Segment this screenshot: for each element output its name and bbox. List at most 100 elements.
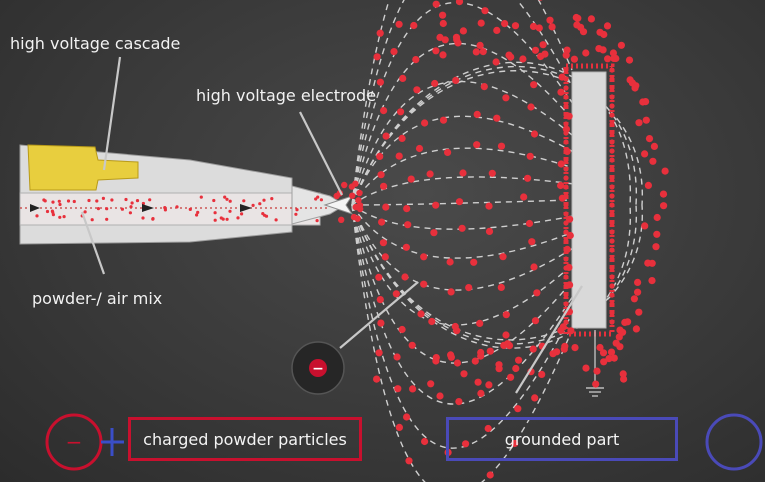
charged-particle — [599, 349, 608, 357]
charged-particle — [376, 78, 384, 86]
charged-particle — [376, 152, 384, 160]
high-voltage-electrode — [323, 195, 354, 215]
charged-particle — [593, 367, 601, 375]
high-voltage-cascade — [27, 144, 139, 191]
bore-particle — [236, 216, 240, 220]
charged-particle — [486, 347, 494, 355]
charged-particle — [341, 181, 348, 189]
coating-particle — [609, 283, 615, 289]
coating-particle — [563, 130, 569, 136]
charged-particle — [354, 215, 361, 222]
charged-particle — [403, 205, 411, 213]
charged-particle — [477, 19, 485, 27]
charged-particle — [376, 29, 384, 37]
bore-particle — [258, 202, 262, 206]
field-line — [351, 0, 573, 206]
charged-particle — [650, 142, 659, 150]
field-line — [351, 199, 573, 206]
bore-particle — [101, 196, 105, 200]
charged-particle — [417, 310, 425, 318]
charged-particle — [401, 273, 409, 281]
charged-particle — [605, 355, 613, 363]
coating-particle — [609, 148, 615, 154]
legend-charged-powder-particles: charged powder particles — [128, 417, 362, 461]
coating-particle — [563, 256, 569, 262]
charged-particle — [603, 22, 612, 30]
charged-particle — [660, 202, 668, 210]
charged-particle — [582, 49, 590, 57]
charged-particle — [459, 169, 467, 177]
charged-particle — [530, 81, 538, 89]
charged-particle — [379, 239, 387, 247]
label-high-voltage-cascade: high voltage cascade — [10, 34, 181, 53]
arrow-right-icon — [142, 204, 154, 212]
coating-particle — [609, 292, 615, 298]
legend-grounded-label: grounded part — [504, 429, 620, 449]
bore-particle — [42, 198, 46, 202]
leader-part — [515, 285, 583, 394]
arrow-right-icon — [30, 204, 40, 212]
charged-particle — [570, 55, 579, 63]
field-line — [351, 204, 573, 482]
charged-particle — [642, 98, 650, 106]
charged-particle — [561, 342, 569, 350]
field-line-outer — [351, 204, 643, 341]
coating-particle — [563, 103, 569, 109]
charged-particle — [432, 357, 440, 365]
charged-particle — [507, 373, 515, 381]
charged-particle — [497, 142, 506, 150]
field-line — [351, 43, 573, 206]
charged-particle — [620, 375, 628, 383]
bore-particle — [262, 198, 266, 202]
coating-particle — [563, 211, 569, 217]
coating-particle — [563, 292, 569, 298]
bore-particle — [315, 219, 319, 223]
charged-particle — [531, 394, 539, 402]
charged-particle — [531, 46, 540, 54]
spray-gun — [19, 144, 354, 245]
charged-particle — [428, 317, 436, 326]
charged-particle — [395, 20, 403, 28]
charged-particle — [375, 349, 383, 357]
charged-particle — [484, 424, 492, 433]
charged-particle — [615, 333, 623, 341]
charged-particle — [553, 348, 561, 356]
coating-particle — [609, 265, 615, 271]
bore-particle — [270, 197, 274, 201]
coating-particle — [563, 202, 569, 208]
charged-particle — [612, 54, 620, 63]
coating-particle — [563, 247, 569, 253]
charged-particle — [653, 213, 661, 222]
coating-particle — [563, 85, 569, 91]
charged-particle — [548, 23, 556, 31]
charged-particle — [394, 385, 402, 393]
charged-particle — [659, 190, 668, 198]
coating-particle — [609, 157, 615, 163]
bore-particle — [163, 208, 167, 212]
charged-particle — [376, 296, 384, 304]
coating-particle — [609, 211, 615, 217]
bore-particle — [130, 201, 134, 205]
charged-particle — [421, 119, 429, 127]
coating-particle — [563, 76, 569, 82]
charged-particle — [537, 52, 545, 61]
field-line — [351, 204, 573, 259]
charged-particle — [573, 21, 581, 29]
charged-particle — [592, 380, 600, 388]
charged-particle — [486, 471, 494, 479]
charged-particle — [398, 134, 406, 142]
negative-charge-icon: − — [312, 361, 324, 377]
bore-particle — [57, 199, 61, 203]
charged-particle — [527, 103, 535, 111]
charged-particle — [604, 55, 612, 63]
bore-particle — [242, 199, 246, 203]
charged-particle — [399, 74, 407, 82]
bore-particle — [95, 199, 99, 203]
coating-particle — [563, 157, 569, 163]
bore-particle — [58, 215, 62, 219]
charged-particle — [409, 385, 417, 393]
ground-symbol-icon — [586, 330, 604, 397]
flow-arrows — [30, 204, 252, 212]
charged-particle — [397, 108, 405, 116]
bore-particle — [295, 208, 299, 212]
